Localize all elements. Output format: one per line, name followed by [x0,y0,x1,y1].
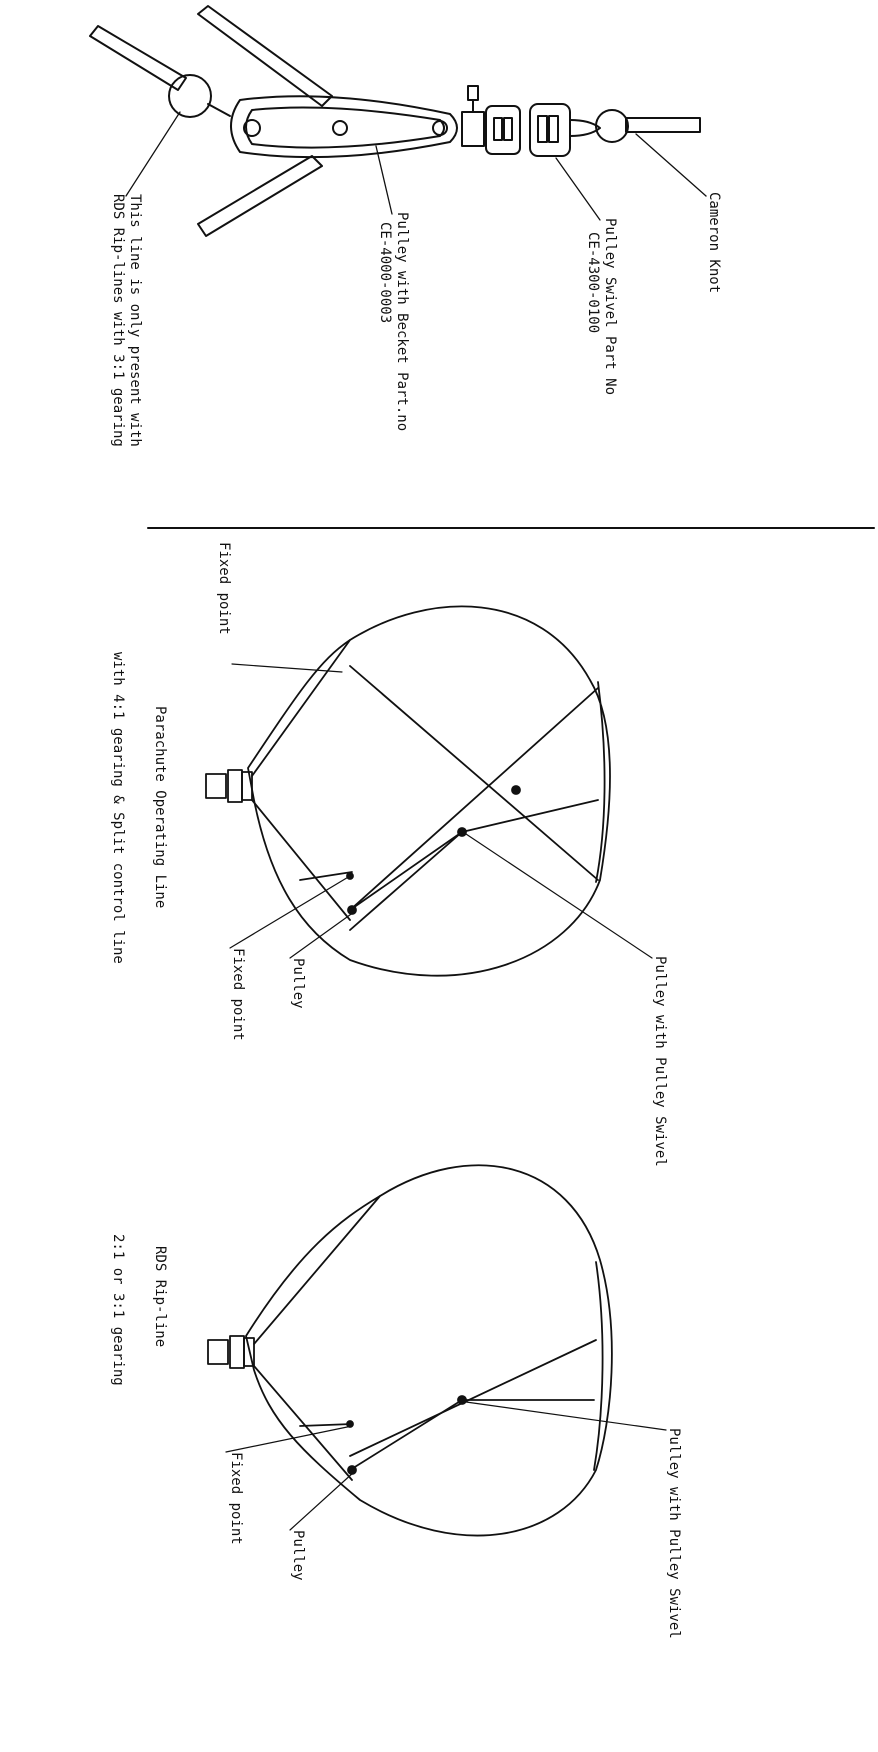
becket-rivet-3 [432,120,448,136]
label-rds-note-2: RDS Rip-lines with 3:1 gearing [110,194,126,447]
pulley-assembly-detail [89,5,707,237]
ripline-canopy [207,1164,613,1537]
leader-swivel [555,157,601,221]
leader-becket [375,145,393,215]
leader-fixed-bottom [229,875,351,949]
connector-tab [467,85,479,101]
ripline-main [349,1339,597,1457]
container-box [205,773,227,799]
cameron-knot-ball [595,109,629,143]
leader-ripline-swivel [465,1401,667,1431]
becket-pulley-body [230,95,458,159]
canopy-outline [247,605,611,977]
label-becket-number: CE-4000-0003 [377,222,393,324]
leader-cameron [635,133,707,197]
label-ripline-pulley-swivel: Pulley with Pulley Swivel [666,1428,682,1639]
label-becket-part: Pulley with Becket Part.no [394,212,410,432]
swivel-housing-right [529,103,571,157]
becket-pulley-inner [245,106,445,149]
leader-ripline-pulley [289,1471,355,1531]
caption-operating-line-2: with 4:1 gearing & Split control line [110,652,126,964]
swivel-housing-left [485,105,521,155]
leader-rds-note [125,111,181,197]
ripline-swivel-marker [457,1395,467,1405]
pulley-cross-marker [511,785,521,795]
leader-pulley [289,911,355,959]
upper-strap [197,5,333,107]
label-pulley: Pulley [290,958,306,1009]
pulley-swivel-marker [457,827,467,837]
line-fixed-to-swivel [349,665,599,881]
left-strap [89,25,187,91]
ball-link [207,103,231,117]
caption-ripline-1: RDS Rip-line [152,1246,168,1348]
becket-rivet-2 [332,120,348,136]
ripline-pulley-marker [347,1465,357,1475]
lower-strap [197,155,323,237]
ring-ball-left [168,74,212,118]
line-swivel-cross [349,687,599,911]
label-fixed-point-bottom: Fixed point [230,948,246,1041]
label-ripline-pulley: Pulley [290,1530,306,1581]
becket-rivet-1 [243,119,261,137]
label-ripline-fixed-point: Fixed point [228,1452,244,1545]
label-cameron-knot: Cameron Knot [706,192,722,294]
leader-ripline-fixed [225,1425,353,1453]
label-pulley-swivel: Pulley with Pulley Swivel [652,956,668,1167]
right-line [625,117,701,133]
caption-ripline-2: 2:1 or 3:1 gearing [110,1234,126,1386]
label-rds-note-1: This line is only present with [127,194,143,447]
leader-pulley-swivel [465,833,653,959]
leader-fixed-top [231,663,343,673]
canopy-outline-2 [245,1164,613,1537]
connector-block [461,111,485,147]
container-box-2 [207,1339,229,1365]
label-swivel-number: CE-4300-0100 [585,232,601,334]
caption-operating-line-1: Parachute Operating Line [152,706,168,909]
operating-line-canopy [205,605,611,977]
label-swivel-part: Pulley Swivel Part No [602,218,618,396]
label-fixed-point-top: Fixed point [216,542,232,635]
